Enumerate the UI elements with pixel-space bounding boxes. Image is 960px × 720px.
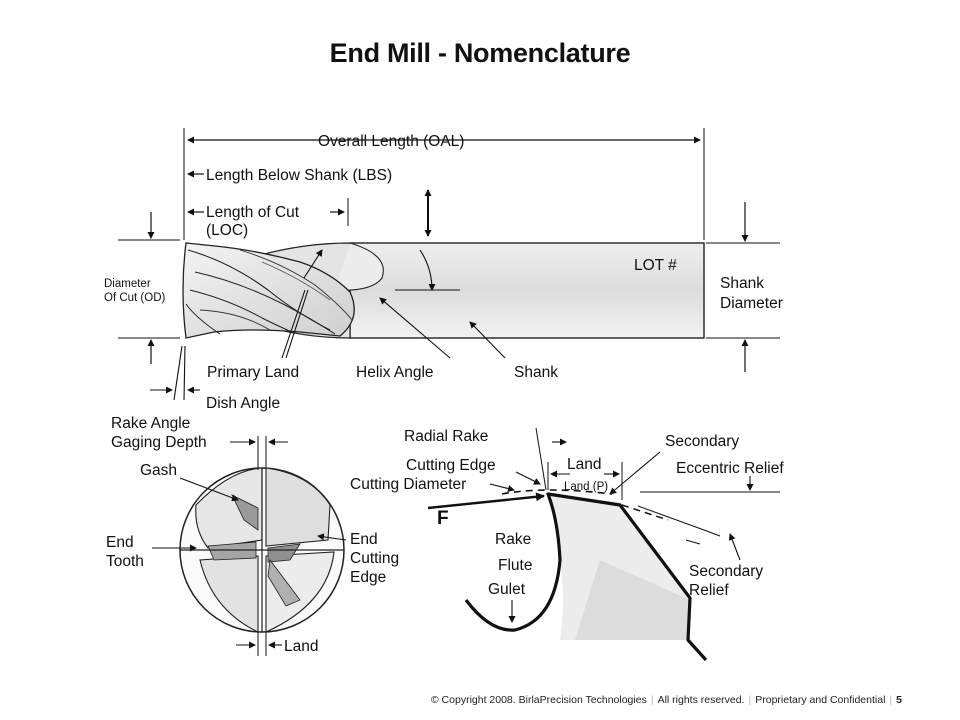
tooth-profile-outline xyxy=(464,492,708,662)
confidential-text: Proprietary and Confidential xyxy=(755,694,886,706)
od-label-line1: Diameter xyxy=(104,278,151,290)
gash-label: Gash xyxy=(140,462,177,479)
lbs-label: Length Below Shank (LBS) xyxy=(206,167,392,184)
end-mill-side-view: Overall Length (OAL) Length Below Shank … xyxy=(104,128,783,412)
lot-number-label: LOT # xyxy=(634,257,677,274)
shank-label: Shank xyxy=(514,364,558,381)
page-title: End Mill - Nomenclature xyxy=(329,38,631,68)
rights-text: All rights reserved. xyxy=(657,694,745,706)
od-label-line2: Of Cut (OD) xyxy=(104,292,166,304)
oal-label: Overall Length (OAL) xyxy=(318,133,464,150)
shank-diameter-label-line2: Diameter xyxy=(720,295,783,312)
copyright-text: © Copyright 2008. BirlaPrecision Technol… xyxy=(430,694,647,706)
secondary-relief-label-line2: Relief xyxy=(689,582,729,599)
rake-label: Rake xyxy=(495,531,531,548)
cutting-edge-label: Cutting Edge xyxy=(406,457,496,474)
land-label-end-view: Land xyxy=(284,638,318,655)
helix-angle-label: Helix Angle xyxy=(356,364,434,381)
dish-angle-label: Dish Angle xyxy=(206,395,280,412)
radial-rake-label: Radial Rake xyxy=(404,428,488,445)
secondary-label: Secondary xyxy=(665,433,739,450)
land-p-label: Land (P) xyxy=(564,481,608,493)
eccentric-relief-label: Eccentric Relief xyxy=(676,460,784,477)
flute-label: Flute xyxy=(498,557,532,574)
loc-label-line1: Length of Cut xyxy=(206,204,300,221)
end-cutting-edge-label-line1: End xyxy=(350,531,378,548)
end-cutting-edge-label-line3: Edge xyxy=(350,569,386,586)
end-mill-end-view: Rake Angle Gaging Depth Gash End Tooth E… xyxy=(106,415,399,656)
end-tooth-label-line1: End xyxy=(106,534,134,551)
rake-angle-label: Rake Angle xyxy=(111,415,190,432)
gaging-depth-label: Gaging Depth xyxy=(111,434,207,451)
cutting-diameter-label: Cutting Diameter xyxy=(350,476,466,493)
force-label: F xyxy=(437,508,449,529)
page-number: 5 xyxy=(896,694,902,706)
primary-land-label: Primary Land xyxy=(207,364,299,381)
secondary-relief-label-line1: Secondary xyxy=(689,563,763,580)
land-label-profile: Land xyxy=(567,456,601,473)
gulet-label: Gulet xyxy=(488,581,526,598)
tooth-profile-view: Radial Rake Cutting Edge Cutting Diamete… xyxy=(350,427,784,662)
footer: © Copyright 2008. BirlaPrecision Technol… xyxy=(430,694,902,706)
shank-diameter-label-line1: Shank xyxy=(720,275,764,292)
loc-label-line2: (LOC) xyxy=(206,222,248,239)
end-tooth-label-line2: Tooth xyxy=(106,553,144,570)
end-cutting-edge-label-line2: Cutting xyxy=(350,550,399,567)
